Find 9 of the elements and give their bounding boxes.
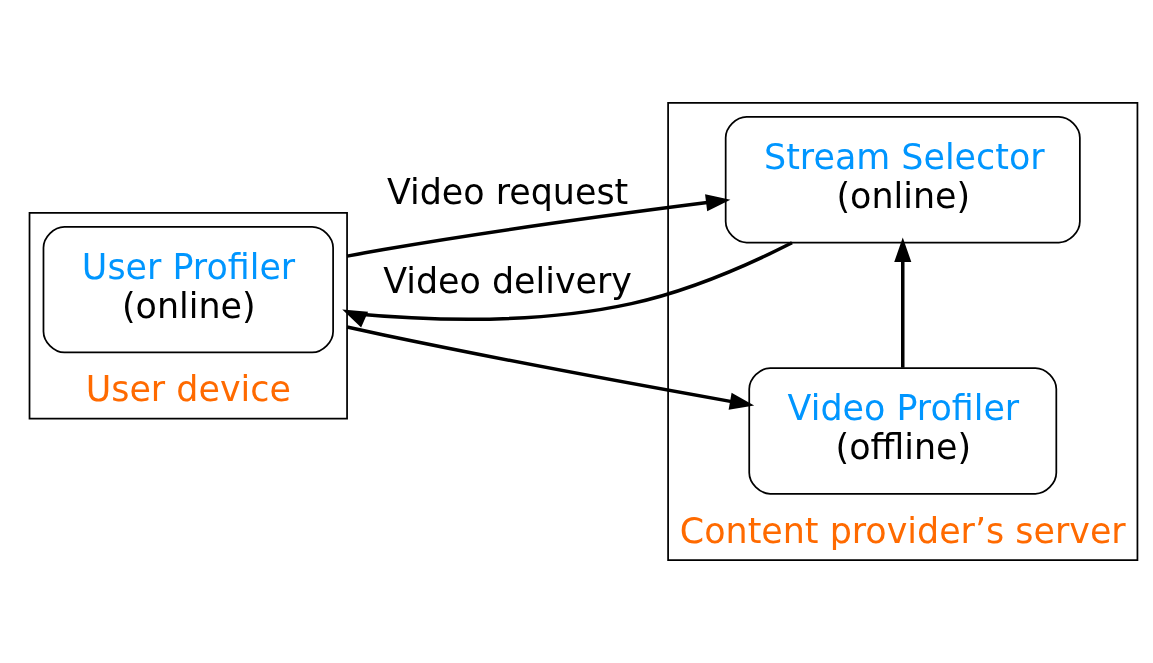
- arrow: [346, 325, 755, 410]
- arrow: [342, 241, 793, 328]
- arrow: [346, 194, 731, 258]
- edge-label: Video delivery: [383, 261, 632, 302]
- node-box: Video Profiler (offline): [748, 367, 1058, 495]
- edge-label: Video request: [386, 172, 629, 213]
- node-box: Stream Selector (online): [724, 116, 1081, 244]
- arrow: [894, 237, 912, 368]
- node-box: User Profiler (online): [42, 225, 334, 354]
